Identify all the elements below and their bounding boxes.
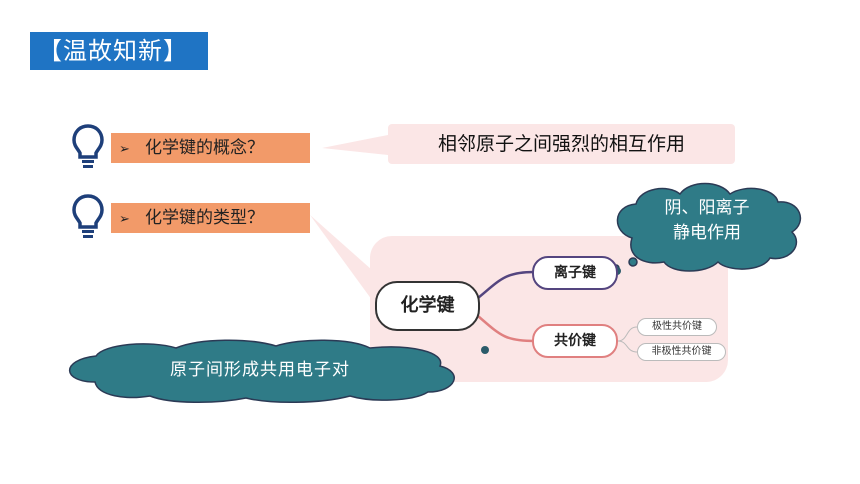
slide-title: 【温故知新】 — [30, 32, 208, 70]
connector-polar — [617, 326, 638, 342]
mindmap-node-covalent: 共价键 — [532, 324, 618, 358]
cloud-ionic-line: 静电作用 — [673, 223, 741, 243]
bullet-arrow: ➢ — [119, 142, 130, 157]
cloud-ionic-line: 阴、阳离子 — [664, 198, 750, 218]
answer-pointer — [322, 135, 388, 155]
question-types: ➢ 化学键的类型？ — [111, 203, 310, 233]
definition-answer: 相邻原子之间强烈的相互作用 — [388, 124, 735, 164]
question-label: 化学键的概念？ — [145, 138, 264, 158]
connector-covalent — [477, 315, 535, 343]
mindmap-node-ionic: 离子键 — [532, 256, 618, 290]
mindmap-center: 化学键 — [375, 281, 480, 331]
lightbulb-icon — [72, 194, 104, 238]
dot — [481, 346, 489, 354]
panel-pointer — [310, 215, 372, 300]
lightbulb-icon — [72, 124, 104, 168]
mindmap-node-polar: 极性共价键 — [637, 318, 717, 336]
question-concept: ➢ 化学键的概念？ — [111, 133, 310, 163]
connector-nonpolar — [617, 340, 638, 353]
cloud-ionic-text: 阴、阳离子 静电作用 — [622, 196, 792, 246]
mindmap-node-nonpolar: 非极性共价键 — [637, 343, 726, 361]
cloud-covalent — [68, 339, 455, 404]
connector-ionic — [477, 270, 535, 299]
question-label: 化学键的类型？ — [145, 208, 264, 228]
bullet-arrow: ➢ — [119, 212, 130, 227]
cloud-covalent-text: 原子间形成共用电子对 — [170, 360, 350, 380]
